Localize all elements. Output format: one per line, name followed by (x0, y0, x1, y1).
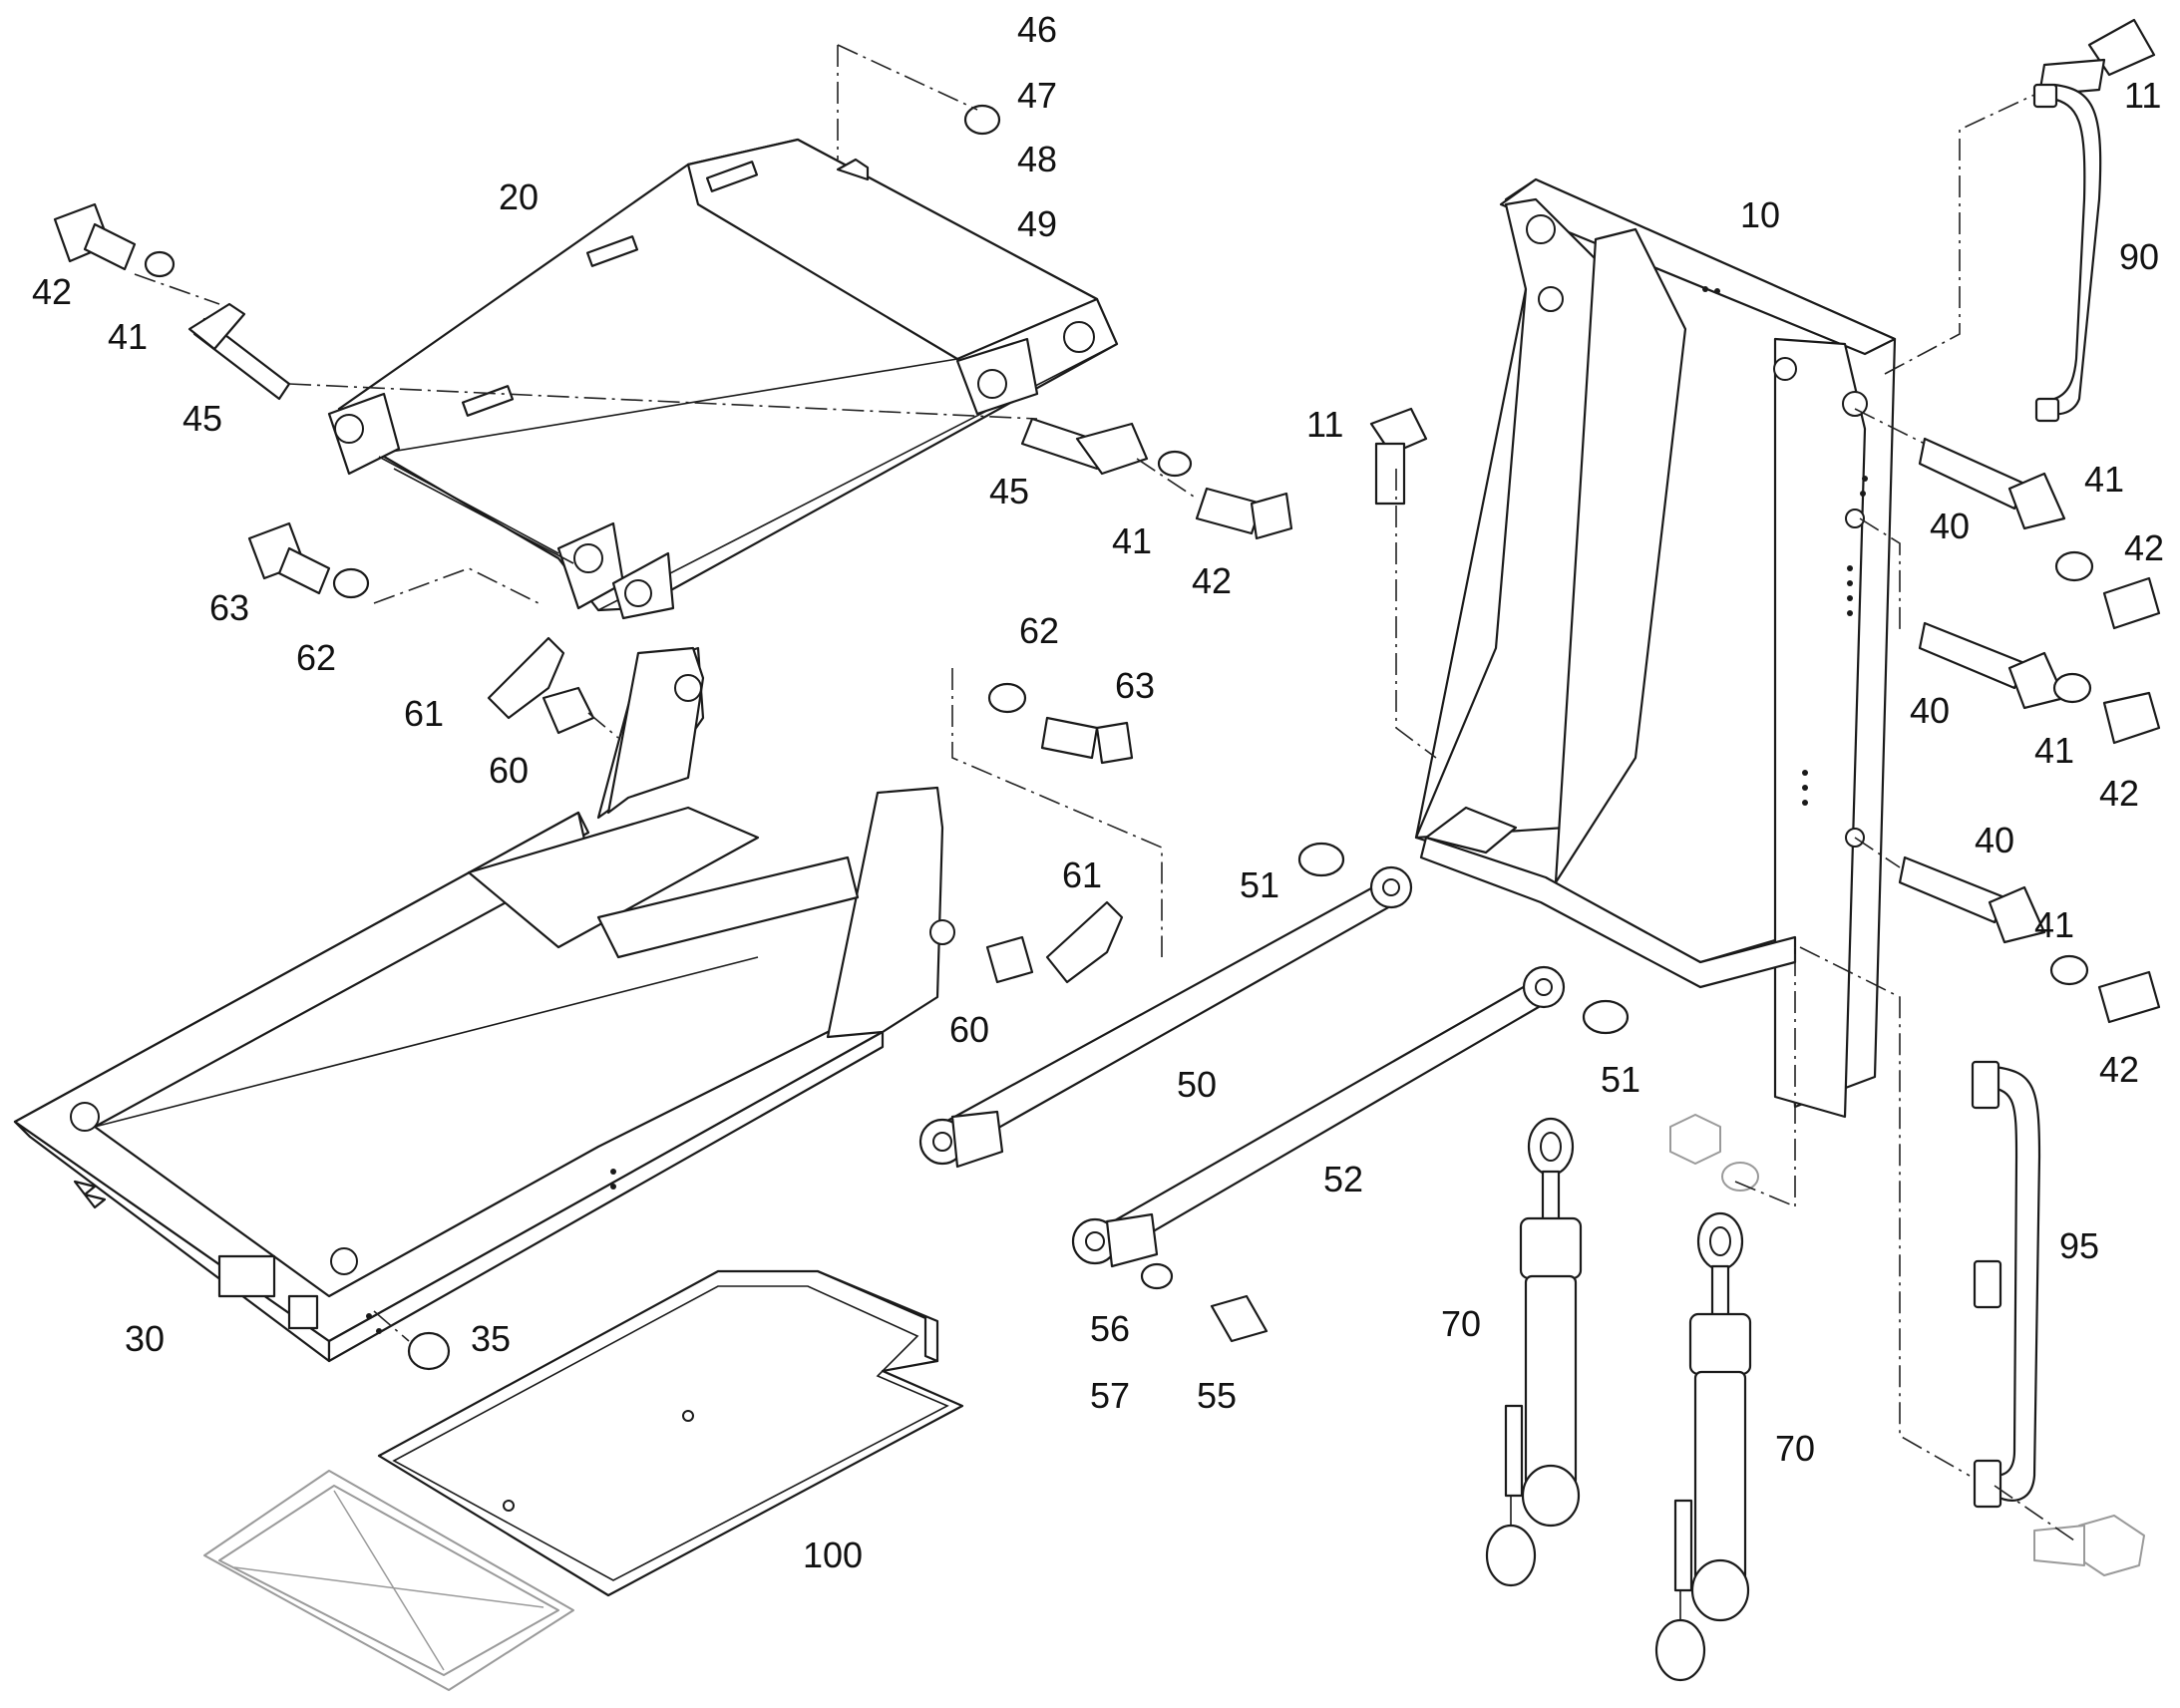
callout-11: 11 (2124, 75, 2161, 116)
callout-10: 10 (1740, 194, 1780, 235)
callout-35: 35 (471, 1318, 511, 1359)
callout-42: 42 (2099, 1049, 2139, 1090)
callout-56: 56 (1090, 1308, 1130, 1349)
callout-41: 41 (2034, 730, 2074, 771)
callout-51: 51 (1601, 1059, 1640, 1100)
callout-62: 62 (296, 637, 336, 678)
callout-50: 50 (1177, 1064, 1217, 1105)
callout-49: 49 (1017, 203, 1057, 244)
callout-42: 42 (1192, 560, 1232, 601)
callout-57: 57 (1090, 1375, 1130, 1416)
callout-90: 90 (2119, 236, 2159, 277)
callout-labels: 46 47 48 49 20 42 41 45 45 41 42 63 62 6… (32, 9, 2164, 1575)
callout-41: 41 (108, 316, 148, 357)
callout-41: 41 (1112, 520, 1152, 561)
callout-70: 70 (1441, 1303, 1481, 1344)
callout-61: 61 (1062, 854, 1102, 895)
callout-63: 63 (209, 587, 249, 628)
callout-41: 41 (2084, 459, 2124, 500)
callout-40: 40 (1930, 506, 1970, 546)
callout-46: 46 (1017, 9, 1057, 50)
part-100-floor-plate (377, 1269, 964, 1597)
callout-45: 45 (182, 398, 222, 439)
callout-20: 20 (499, 176, 539, 217)
callout-61: 61 (404, 693, 444, 734)
leader-lines (134, 44, 2075, 1541)
callout-41: 41 (2034, 904, 2074, 945)
callout-100: 100 (803, 1535, 863, 1575)
callout-45: 45 (989, 471, 1029, 512)
callout-47: 47 (1017, 75, 1057, 116)
callout-42: 42 (2099, 773, 2139, 814)
part-50-link (918, 865, 1413, 1169)
part-30-base-frame (13, 646, 955, 1363)
hardware-small-parts (53, 18, 2161, 1576)
part-52-link (1071, 965, 1566, 1268)
part-70-cylinder-right (1654, 1211, 1752, 1682)
part-10-mount-frame (1414, 177, 1897, 1119)
callout-40: 40 (1975, 820, 2014, 860)
part-70-cylinder-left (1485, 1117, 1583, 1587)
callout-60: 60 (489, 750, 529, 791)
floor-mat-ghost (203, 1470, 574, 1691)
callout-55: 55 (1197, 1375, 1237, 1416)
callout-70: 70 (1775, 1428, 1815, 1469)
callout-63: 63 (1115, 665, 1155, 706)
callout-40: 40 (1910, 690, 1950, 731)
callout-30: 30 (125, 1318, 165, 1359)
callout-48: 48 (1017, 139, 1057, 179)
callout-52: 52 (1323, 1159, 1363, 1199)
callout-62: 62 (1019, 610, 1059, 651)
callout-95: 95 (2059, 1225, 2099, 1266)
callout-51: 51 (1240, 864, 1279, 905)
callout-42: 42 (2124, 527, 2164, 568)
callout-42: 42 (32, 271, 72, 312)
part-20-swing-arm (327, 138, 1119, 620)
callout-11: 11 (1306, 404, 1343, 445)
callout-60: 60 (949, 1009, 989, 1050)
